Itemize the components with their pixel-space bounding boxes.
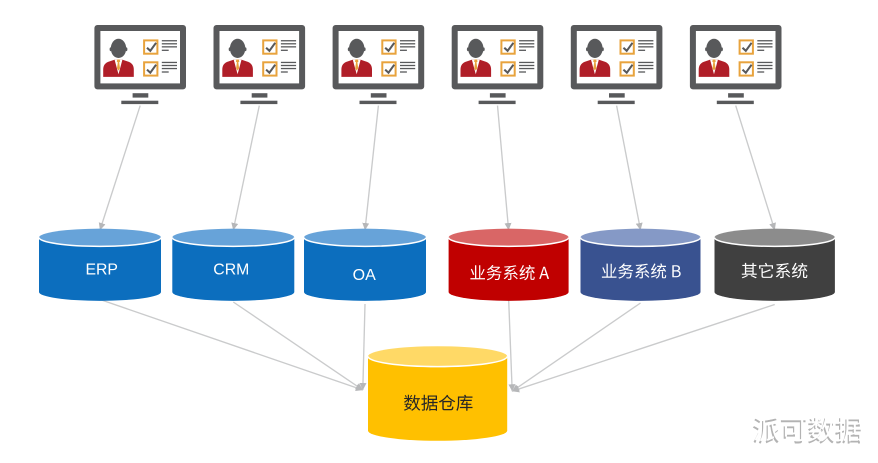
svg-text:OA: OA — [353, 267, 376, 284]
svg-text:CRM: CRM — [213, 261, 249, 278]
svg-text:ERP: ERP — [85, 262, 117, 279]
